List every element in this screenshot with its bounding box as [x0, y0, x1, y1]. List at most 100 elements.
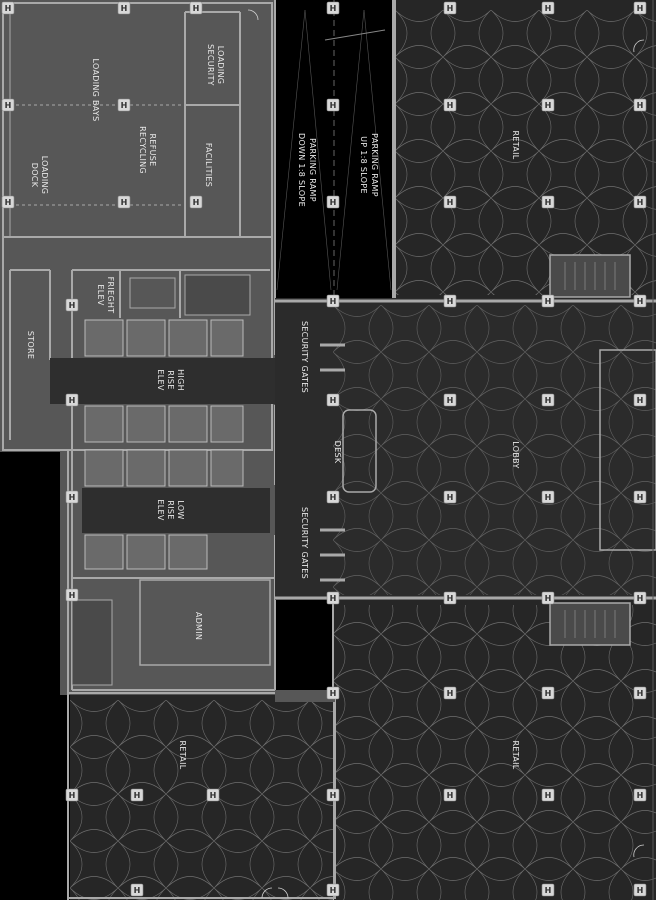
- elevator-cab: [168, 449, 208, 487]
- column-marker-label: H: [447, 101, 454, 110]
- column-marker-label: H: [545, 791, 552, 800]
- column-marker-label: H: [447, 689, 454, 698]
- column-marker-label: H: [637, 101, 644, 110]
- column-marker-label: H: [637, 689, 644, 698]
- elevator-cab: [126, 405, 166, 443]
- column-marker-label: H: [637, 396, 644, 405]
- column-marker: H: [633, 1, 647, 15]
- elevator-cabs: [84, 319, 244, 570]
- column-marker: H: [443, 393, 457, 407]
- column-marker-label: H: [134, 791, 141, 800]
- column-marker-label: H: [5, 4, 12, 13]
- elevator-cab: [210, 319, 244, 357]
- label-store: STORE: [26, 331, 35, 359]
- label-loading-dock: LOADINGDOCK: [30, 156, 49, 195]
- column-marker-label: H: [447, 396, 454, 405]
- column-marker-label: H: [447, 594, 454, 603]
- retail-sw-zone: [67, 690, 336, 900]
- column-marker-label: H: [447, 297, 454, 306]
- column-marker: H: [1, 195, 15, 209]
- elevator-cab: [210, 449, 244, 487]
- label-low-rise-elev: LOWRISEELEV: [156, 499, 185, 520]
- column-marker: H: [130, 883, 144, 897]
- column-marker: H: [633, 195, 647, 209]
- label-retail-se: RETAIL: [511, 741, 520, 770]
- label-loading-security: LOADINGSECURITY: [206, 44, 225, 86]
- label-refuse-recycling: REFUSERECYCLING: [138, 126, 157, 174]
- high-rise-elevator-corridor: [50, 358, 275, 404]
- room-labels: LOADING BAYS LOADINGDOCK REFUSERECYCLING…: [26, 44, 520, 770]
- column-marker-label: H: [447, 198, 454, 207]
- label-loading-bays: LOADING BAYS: [91, 59, 100, 122]
- column-marker: H: [189, 1, 203, 15]
- column-marker-label: H: [545, 886, 552, 895]
- label-security-gates-north: SECURITY GATES: [300, 321, 309, 393]
- column-marker: H: [326, 490, 340, 504]
- column-marker: H: [326, 788, 340, 802]
- label-facilities: FACILITIES: [204, 143, 213, 187]
- column-marker-label: H: [193, 198, 200, 207]
- column-marker-label: H: [121, 101, 128, 110]
- column-marker: H: [65, 788, 79, 802]
- column-marker: H: [541, 1, 555, 15]
- column-marker: H: [1, 98, 15, 112]
- label-security-gates-south: SECURITY GATES: [300, 507, 309, 579]
- doors: [247, 9, 645, 899]
- elevator-cab: [84, 449, 124, 487]
- column-marker: H: [65, 393, 79, 407]
- column-marker: H: [633, 686, 647, 700]
- column-marker: H: [326, 195, 340, 209]
- column-marker: H: [326, 1, 340, 15]
- column-marker-label: H: [637, 886, 644, 895]
- label-lobby: LOBBY: [511, 441, 520, 468]
- label-parking-ramp-up: PARKING RAMPUP 1:8 SLOPE: [359, 133, 379, 197]
- label-admin: ADMIN: [194, 612, 203, 640]
- column-marker: H: [326, 591, 340, 605]
- column-marker: H: [443, 195, 457, 209]
- column-marker-label: H: [637, 4, 644, 13]
- column-marker-label: H: [545, 493, 552, 502]
- column-marker-label: H: [330, 101, 337, 110]
- column-marker-label: H: [330, 886, 337, 895]
- column-marker: H: [326, 98, 340, 112]
- column-marker-label: H: [330, 297, 337, 306]
- column-marker-label: H: [447, 791, 454, 800]
- column-marker-label: H: [69, 791, 76, 800]
- column-marker-label: H: [447, 493, 454, 502]
- column-marker-label: H: [545, 594, 552, 603]
- column-marker-label: H: [69, 591, 76, 600]
- column-marker-label: H: [545, 297, 552, 306]
- retail-ne-zone: [394, 0, 656, 298]
- column-marker-label: H: [637, 493, 644, 502]
- elevator-cab: [210, 405, 244, 443]
- column-marker: H: [633, 98, 647, 112]
- elevator-cab: [84, 534, 124, 570]
- column-marker-label: H: [193, 4, 200, 13]
- column-marker: H: [541, 294, 555, 308]
- parking-ramp: [274, 0, 394, 298]
- column-marker: H: [541, 195, 555, 209]
- column-marker-label: H: [5, 101, 12, 110]
- column-marker-label: H: [545, 101, 552, 110]
- elevator-cab: [126, 449, 166, 487]
- lobby-zone: [275, 298, 656, 600]
- column-marker: H: [541, 686, 555, 700]
- column-marker-label: H: [545, 4, 552, 13]
- column-marker: H: [443, 591, 457, 605]
- column-marker-label: H: [69, 493, 76, 502]
- entrance-vestibule: [599, 349, 656, 551]
- column-marker: H: [189, 195, 203, 209]
- label-parking-ramp-down: PARKING RAMPDOWN 1:8 SLOPE: [297, 133, 317, 207]
- column-marker-label: H: [545, 198, 552, 207]
- elevator-cab: [84, 319, 124, 357]
- low-rise-elevator-corridor: [82, 488, 270, 533]
- column-marker-label: H: [330, 396, 337, 405]
- column-marker: H: [443, 490, 457, 504]
- column-marker-label: H: [330, 4, 337, 13]
- column-marker: H: [117, 1, 131, 15]
- column-marker-label: H: [637, 297, 644, 306]
- stair-core-north: [184, 274, 251, 316]
- elevator-cab: [168, 534, 208, 570]
